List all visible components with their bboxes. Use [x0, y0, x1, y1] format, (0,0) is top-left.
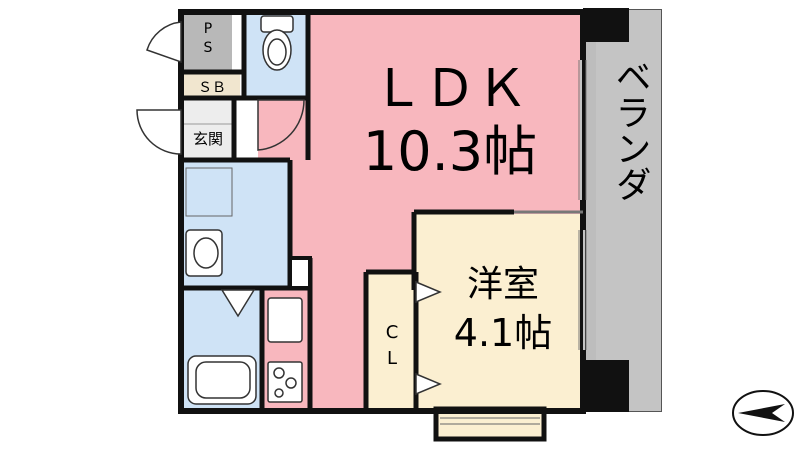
shoe-box	[184, 74, 240, 98]
closet	[368, 274, 416, 409]
washbasin-icon	[185, 229, 223, 277]
sink-icon	[267, 297, 303, 343]
ps-label-p: P	[204, 21, 212, 37]
balcony-label: ベランダ	[610, 58, 651, 202]
interior-walls	[181, 12, 514, 411]
entrance-label: 玄関	[193, 130, 223, 148]
ldk-size: 10.3帖	[363, 120, 537, 183]
bathtub-icon	[187, 355, 257, 405]
western-room	[416, 214, 583, 409]
ldk-name: ＬＤＫ	[372, 59, 528, 119]
closet-label-c: C	[386, 322, 399, 343]
stove-icon	[267, 361, 303, 403]
compass-icon	[732, 390, 794, 436]
ps-label-s: S	[204, 40, 213, 56]
ps-shaft	[184, 12, 232, 70]
entrance	[184, 100, 232, 160]
toilet-icon	[260, 15, 294, 71]
door-swing-icon	[136, 21, 442, 396]
closet-label-l: L	[387, 348, 397, 369]
sb-label: ＳＢ	[198, 80, 226, 96]
western-name: 洋室	[467, 264, 539, 305]
western-size: 4.1帖	[454, 311, 552, 355]
